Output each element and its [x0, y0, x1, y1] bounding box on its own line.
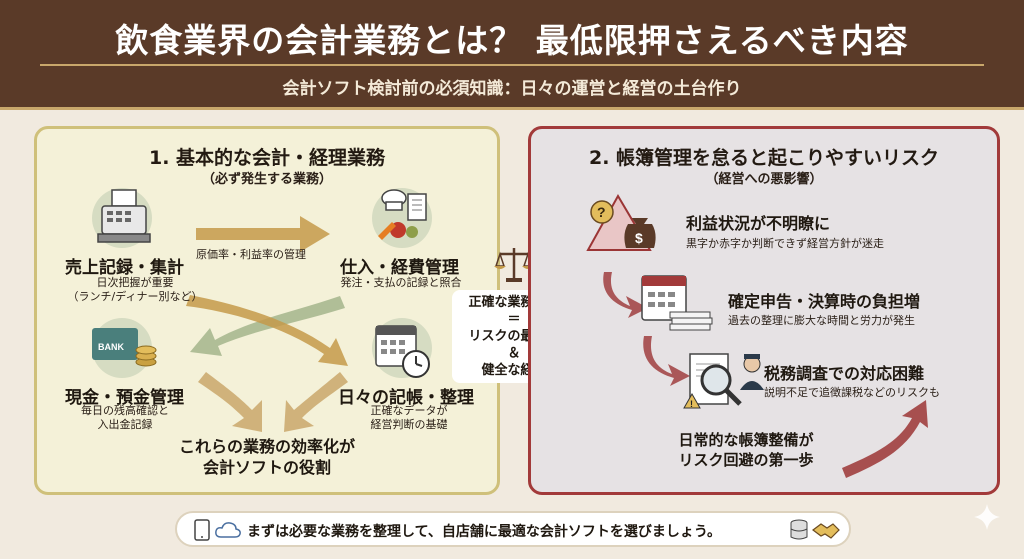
sparkle-icon [974, 504, 1000, 530]
risk-panel-subtitle: （経営への悪影響） [705, 172, 823, 187]
svg-text:?: ? [597, 204, 606, 220]
cash-node-desc-2: 入出金記録 [97, 418, 153, 431]
basic-tasks-subtitle: （必ず発生する業務） [201, 172, 332, 187]
cash-register-icon [97, 189, 151, 243]
header-banner: 飲食業界の会計業務とは？ 最低限押さえるべき内容 会計ソフト検討前の必須知識：日… [0, 0, 1024, 110]
page-title: 飲食業界の会計業務とは？ 最低限押さえるべき内容 [115, 21, 909, 60]
bank-card-label: BANK [98, 342, 124, 352]
cloud-icon [215, 522, 241, 538]
risk-avoidance-line-1: 日常的な帳簿整備が [678, 431, 814, 449]
sales-node-desc-1: 日次把握が重要 [96, 276, 174, 289]
database-icon [790, 519, 808, 540]
svg-text:!: ! [690, 399, 693, 409]
efficiency-line-1: これらの業務の効率化が [178, 437, 355, 456]
bank-card-coins-icon: BANK [92, 328, 157, 367]
purchase-node-desc: 発注・支払の記録と照合 [340, 276, 462, 289]
risk-panel-title: 2. 帳簿管理を怠ると起こりやすいリスク [588, 147, 940, 169]
risk-2-desc: 過去の整理に膨大な時間と労力が発生 [728, 314, 915, 327]
footer-message: まずは必要な業務を整理して、自店舗に最適な会計ソフトを選びましょう。 [247, 524, 722, 540]
risk-panel: 2. 帳簿管理を怠ると起こりやすいリスク （経営への悪影響） [528, 126, 1000, 495]
center-line-4: ＆ [507, 346, 521, 361]
svg-text:$: $ [635, 230, 643, 246]
cash-node-title: 現金・預金管理 [65, 388, 184, 408]
cash-node-desc-1: 毎日の残高確認と [81, 404, 169, 417]
money-bag-warning-icon: ? $ [586, 193, 656, 251]
purchase-node-title: 仕入・経費管理 [340, 258, 459, 278]
basic-tasks-panel: 1. 基本的な会計・経理業務 （必ず発生する業務） [34, 126, 500, 495]
risk-3-title: 税務調査での対応困難 [764, 364, 925, 383]
page-subtitle: 会計ソフト検討前の必須知識：日々の運営と経営の土台作り [282, 79, 742, 99]
tablet-icon [194, 519, 210, 541]
risk-1-title: 利益状況が不明瞭に [686, 214, 831, 233]
efficiency-line-2: 会計ソフトの役割 [202, 458, 331, 477]
sales-node-desc-2: （ランチ/ディナー別など） [67, 290, 203, 303]
calendar-documents-icon [641, 275, 713, 331]
basic-tasks-title: 1. 基本的な会計・経理業務 [148, 147, 386, 169]
ledger-node-desc-1: 正確なデータが [370, 404, 448, 417]
risk-1-desc: 黒字か赤字か判断できず経営方針が迷走 [686, 237, 884, 250]
center-line-2: ＝ [507, 312, 521, 327]
sales-node-title: 売上記録・集計 [65, 258, 184, 278]
ledger-node-title: 日々の記帳・整理 [338, 388, 474, 408]
handshake-icon [812, 523, 840, 539]
calendar-clock-icon [375, 325, 430, 378]
title-divider [40, 64, 984, 66]
footer-banner: まずは必要な業務を整理して、自店舗に最適な会計ソフトを選びましょう。 [175, 511, 851, 547]
risk-avoidance-message: 日常的な帳簿整備が リスク回避の第一歩 [666, 430, 826, 470]
inspector-magnifier-icon: ! [683, 353, 764, 409]
risk-2-title: 確定申告・決算時の負担増 [728, 292, 921, 311]
risk-avoidance-line-2: リスク回避の第一歩 [678, 451, 814, 469]
risk-3-desc: 説明不足で追徴課税などのリスクも [764, 386, 940, 399]
chef-ingredients-icon [378, 189, 427, 240]
cost-ratio-label: 原価率・利益率の管理 [196, 248, 306, 261]
ledger-node-desc-2: 経営判断の基礎 [370, 418, 448, 431]
